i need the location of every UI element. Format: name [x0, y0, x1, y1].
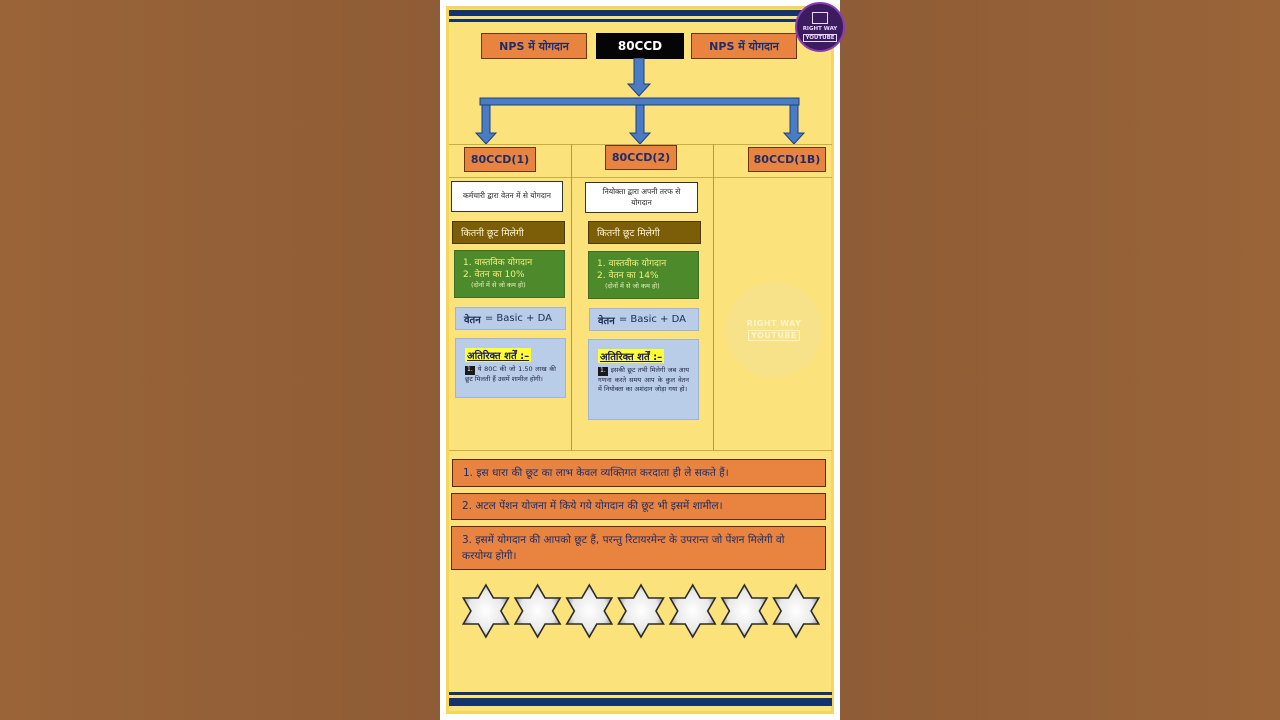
channel-logo-line-1: RIGHT WAY — [802, 26, 838, 33]
section-80ccd1-deduction-heading-text: कितनी छूट मिलेगी — [461, 228, 524, 239]
section-80ccd1-salary: वेतन = Basic + DA — [455, 307, 566, 330]
nps-contribution-left: NPS में योगदान — [481, 33, 587, 59]
section-80ccd1-label: 80CCD(1) — [470, 153, 530, 166]
star-5 — [668, 583, 717, 639]
column-divider-1 — [571, 144, 572, 450]
horizontal-connector — [479, 97, 800, 106]
section-80ccd1-conditions: अतिरिक्त शर्तें :– 1.ये 80C की जो 1.50 ल… — [455, 338, 566, 398]
star-6 — [720, 583, 769, 639]
note-3: 3. इसमें योगदान की आपको छूट हैं, परन्तु … — [451, 526, 826, 570]
branch-arrows — [474, 58, 806, 145]
grid-line-top — [449, 144, 832, 145]
section-80ccd2-conditions-text: इसकी छूट तभी मिलेगी जब आय गणना करते समय … — [598, 366, 689, 394]
section-80ccd1-description-text: कर्मचारी द्वारा वेतन में से योगदान — [463, 191, 551, 201]
section-80ccd1b-label: 80CCD(1B) — [753, 153, 821, 166]
section-80ccd2-deduction-item-1: 1. वास्तवीक योगदान — [597, 259, 667, 269]
top-band-thin — [449, 19, 832, 22]
bottom-band-thin — [449, 692, 832, 695]
section-80ccd-title: 80CCD — [596, 33, 684, 59]
decorative-stars — [461, 583, 821, 639]
watermark-line-1: RIGHT WAY — [746, 319, 802, 328]
top-band — [449, 10, 832, 16]
section-80ccd1-deduction-note: (दोनों में से जो कम हो) — [471, 281, 526, 290]
background-right — [840, 0, 1280, 720]
section-80ccd2-salary: वेतन = Basic + DA — [589, 308, 699, 331]
note-2: 2. अटल पेंशन योजना में किये गये योगदान क… — [451, 493, 826, 520]
right-down-arrow — [782, 104, 806, 145]
section-80ccd1-conditions-body: 1.ये 80C की जो 1.50 लाख की छूट मिलती हैं… — [465, 365, 556, 384]
section-80ccd1-conditions-text: ये 80C की जो 1.50 लाख की छूट मिलती हैं उ… — [465, 365, 556, 383]
bottom-band — [449, 698, 832, 706]
nps-contribution-right: NPS में योगदान — [691, 33, 797, 59]
section-80ccd2-deduction-item-2: 2. वेतन का 14% — [597, 271, 659, 282]
section-80ccd1-conditions-number: 1. — [465, 366, 475, 375]
left-down-arrow — [474, 104, 498, 145]
star-1 — [461, 583, 510, 639]
nps-contribution-right-label: NPS में योगदान — [709, 39, 779, 53]
section-80ccd2-deduction-heading: कितनी छूट मिलेगी — [588, 221, 701, 244]
grid-line-bottom — [449, 450, 832, 451]
section-80ccd1-title: 80CCD(1) — [464, 147, 536, 172]
section-80ccd1-deduction-item-2: 2. वेतन का 10% — [463, 270, 525, 281]
section-80ccd2-conditions: अतिरिक्त शर्तें :– 1.इसकी छूट तभी मिलेगी… — [588, 339, 699, 420]
section-80ccd1-deduction-heading: कितनी छूट मिलेगी — [452, 221, 565, 244]
section-80ccd2-salary-label: वेतन — [598, 315, 615, 327]
section-80ccd2-conditions-title: अतिरिक्त शर्तें :– — [598, 349, 665, 363]
section-80ccd2-deduction-heading-text: कितनी छूट मिलेगी — [597, 228, 660, 239]
section-80ccd1-salary-value: = Basic + DA — [484, 313, 552, 324]
star-3 — [565, 583, 614, 639]
section-80ccd-label: 80CCD — [617, 39, 663, 53]
star-4 — [617, 583, 665, 639]
background-left — [0, 0, 440, 720]
section-80ccd1-deduction-list: 1. वास्तविक योगदान 2. वेतन का 10% (दोनों… — [454, 250, 565, 298]
section-80ccd2-deduction-list: 1. वास्तवीक योगदान 2. वेतन का 14% (दोनों… — [588, 251, 699, 299]
channel-logo: RIGHT WAY YOUTUBE — [795, 2, 845, 52]
section-80ccd2-salary-value: = Basic + DA — [618, 314, 686, 325]
grid-line-header — [449, 177, 832, 178]
section-80ccd2-description: नियोक्ता द्वारा अपनी तरफ से योगदान — [585, 182, 698, 213]
nps-contribution-left-label: NPS में योगदान — [499, 39, 569, 53]
watermark-line-2: YOUTUBE — [748, 330, 800, 341]
channel-watermark: RIGHT WAY YOUTUBE — [726, 282, 822, 378]
section-80ccd1-deduction-item-1: 1. वास्तविक योगदान — [463, 258, 533, 268]
star-2 — [513, 583, 562, 639]
channel-logo-icon — [812, 12, 828, 25]
section-80ccd2-title: 80CCD(2) — [605, 145, 677, 170]
section-80ccd2-label: 80CCD(2) — [611, 151, 671, 164]
section-80ccd1b-title: 80CCD(1B) — [748, 147, 826, 172]
column-divider-2 — [713, 144, 714, 450]
note-1-text: 1. इस धारा की छूट का लाभ केवल व्यक्तिगत … — [463, 466, 729, 479]
section-80ccd2-deduction-note: (दोनों में से जो कम हो) — [605, 282, 660, 291]
section-80ccd1-conditions-title: अतिरिक्त शर्तें :– — [465, 348, 532, 362]
channel-logo-line-2: YOUTUBE — [803, 33, 837, 42]
section-80ccd2-description-text: नियोक्ता द्वारा अपनी तरफ से योगदान — [602, 187, 681, 207]
note-1: 1. इस धारा की छूट का लाभ केवल व्यक्तिगत … — [452, 459, 826, 487]
section-80ccd2-conditions-number: 1. — [598, 367, 608, 376]
section-80ccd1-description: कर्मचारी द्वारा वेतन में से योगदान — [451, 181, 563, 212]
note-3-text: 3. इसमें योगदान की आपको छूट हैं, परन्तु … — [462, 533, 785, 562]
star-7 — [772, 583, 821, 639]
section-80ccd1-salary-label: वेतन — [464, 314, 481, 326]
middle-down-arrow — [628, 104, 652, 145]
section-80ccd2-conditions-body: 1.इसकी छूट तभी मिलेगी जब आय गणना करते सम… — [598, 366, 689, 395]
note-2-text: 2. अटल पेंशन योजना में किये गये योगदान क… — [462, 500, 723, 513]
center-down-arrow — [626, 58, 652, 97]
